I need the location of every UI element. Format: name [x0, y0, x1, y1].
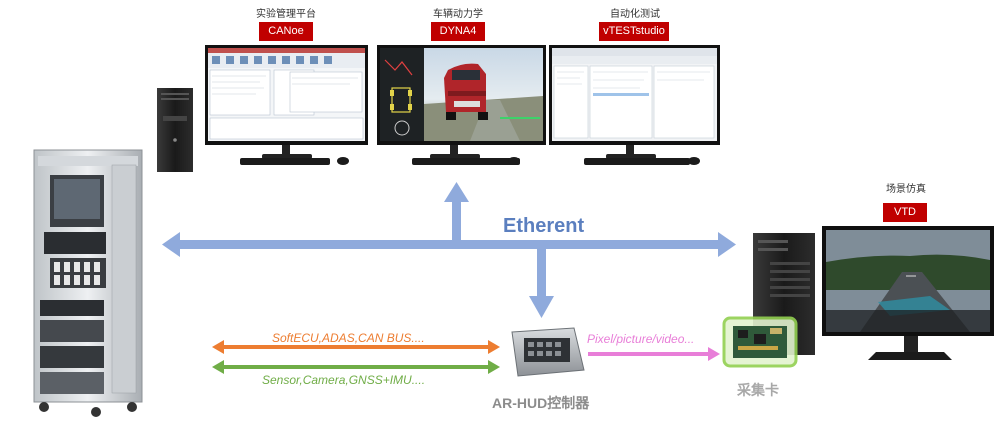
link-label-sensor: Sensor,Camera,GNSS+IMU....: [262, 373, 426, 387]
tag-vtd: VTD: [883, 203, 927, 222]
caption-scene: 场景仿真: [886, 184, 926, 195]
link-label-softecu: SoftECU,ADAS,CAN BUS....: [272, 331, 425, 345]
caption-dyna4: 车辆动力学: [433, 9, 483, 20]
caption-vteststudio: 自动化测试: [610, 9, 660, 20]
tag-canoe: CANoe: [259, 22, 313, 41]
link-arrow-video: [588, 347, 720, 361]
hil-rack-cabinet: [33, 149, 143, 417]
monitor-vteststudio: [549, 45, 720, 165]
monitor-dyna4: [377, 45, 546, 165]
scene-workstation: [753, 226, 994, 360]
controller-label: AR-HUD控制器: [492, 395, 590, 411]
capture-card-label: 采集卡: [737, 382, 779, 398]
caption-canoe: 实验管理平台: [256, 9, 316, 20]
tag-dyna4: DYNA4: [431, 22, 485, 41]
ethernet-bus: [162, 182, 736, 318]
ar-hud-controller: [511, 327, 585, 377]
pc-tower: [157, 88, 193, 172]
tag-vteststudio: vTESTstudio: [599, 22, 669, 41]
monitor-canoe: [205, 45, 368, 165]
network-label: Etherent: [503, 215, 585, 237]
link-arrow-softecu: [212, 340, 500, 354]
capture-card: [722, 316, 798, 368]
link-label-video: Pixel/picture/video...: [587, 332, 695, 346]
link-arrow-sensor: [212, 360, 500, 374]
